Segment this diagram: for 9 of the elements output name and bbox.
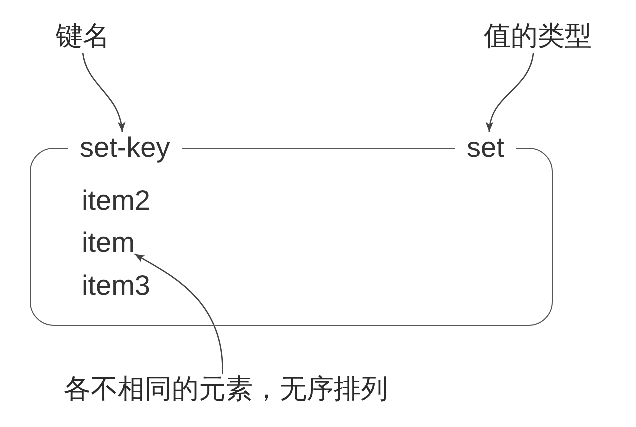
leader-arrow [486,52,534,132]
leader-arrow [82,52,126,132]
callout-label: 键名 [56,21,110,53]
member-text: item3 [82,270,150,302]
member-text: item [82,227,135,259]
callout-label: 各不相同的元素，无序排列 [64,374,388,406]
leader-arrow [134,254,224,374]
member-text: item2 [82,185,150,217]
callout-label: 值的类型 [484,21,592,53]
